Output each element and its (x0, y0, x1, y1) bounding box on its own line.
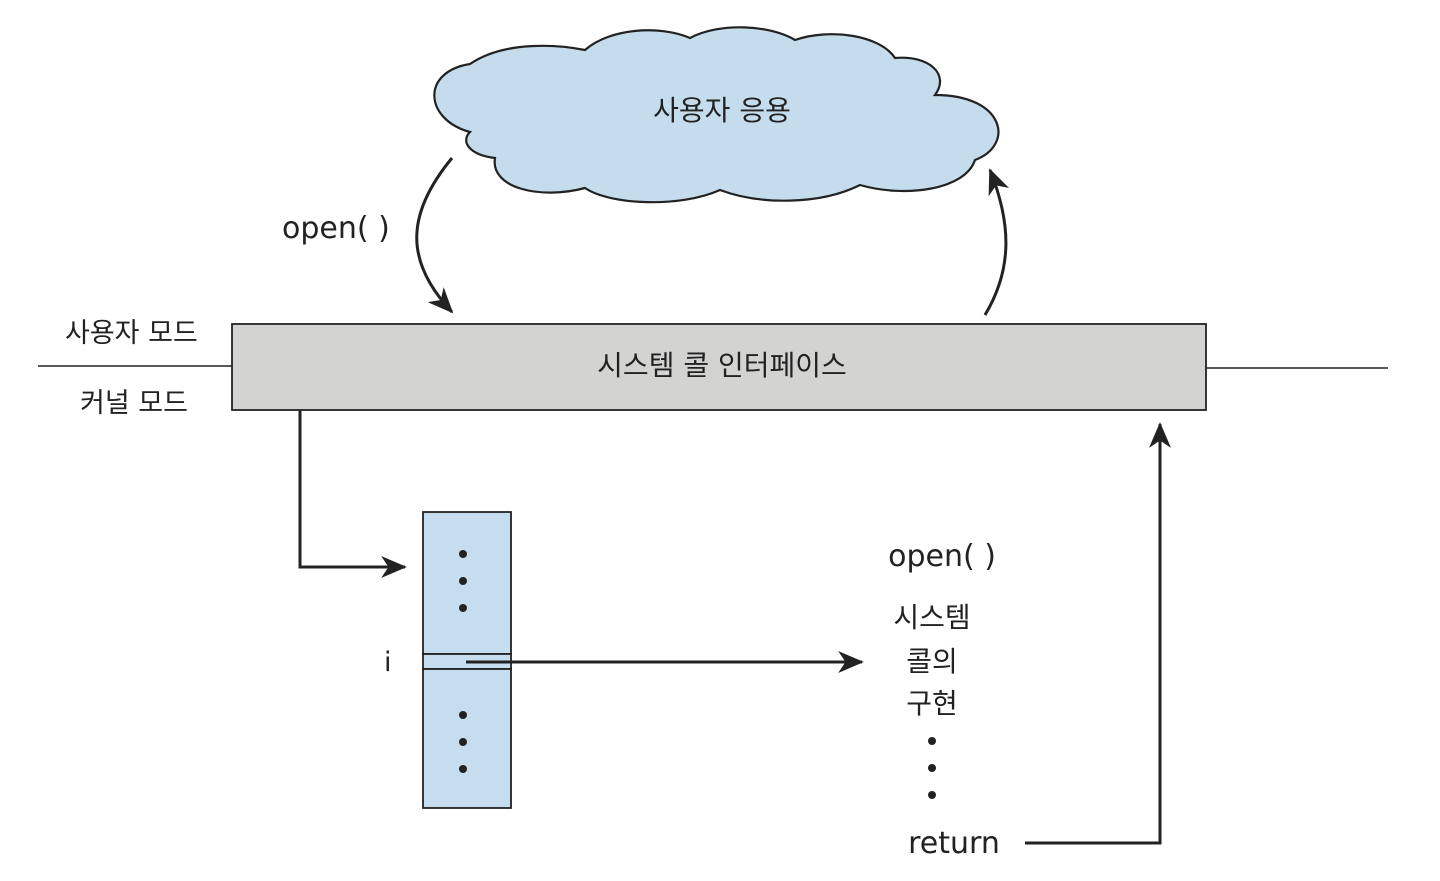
implementation-ellipsis-dot (928, 764, 936, 772)
implementation-line: 콜의 (906, 645, 958, 678)
kernel-mode-label: 커널 모드 (80, 388, 188, 419)
table-ellipsis-dot (459, 604, 467, 612)
table-ellipsis-dot (459, 577, 467, 585)
system-call-interface: 시스템 콜 인터페이스 (231, 323, 1207, 411)
return-arrow (1025, 422, 1171, 845)
system-call-implementation: open( ) 시스템 콜의 구현 return (888, 539, 1000, 861)
open-call-label: open( ) (282, 211, 390, 246)
user-mode-label: 사용자 모드 (65, 318, 198, 349)
dispatch-arrow (298, 410, 407, 578)
table-ellipsis-dot (459, 765, 467, 773)
table-ellipsis-dot (459, 711, 467, 719)
open-call-arrow (415, 157, 454, 314)
implementation-ellipsis-dot (928, 737, 936, 745)
table-index-label: i (384, 647, 392, 678)
table-ellipsis-dot (459, 738, 467, 746)
system-call-interface-label: 시스템 콜 인터페이스 (597, 349, 847, 382)
cloud-shape (433, 26, 1000, 204)
implementation-line: 시스템 (893, 601, 970, 634)
user-application-label: 사용자 응용 (653, 94, 791, 127)
user-application-cloud: 사용자 응용 (433, 26, 1000, 204)
implementation-line: 구현 (906, 687, 958, 720)
return-label: return (908, 826, 1000, 861)
table-upper-block (422, 511, 512, 655)
implementation-ellipsis-dot (928, 791, 936, 799)
implementation-title: open( ) (888, 539, 996, 574)
table-ellipsis-dot (459, 550, 467, 558)
return-to-app-arrow (983, 168, 1010, 316)
table-lower-block (422, 668, 512, 809)
system-call-table: i (384, 511, 512, 809)
system-call-interface-bar (231, 323, 1207, 411)
